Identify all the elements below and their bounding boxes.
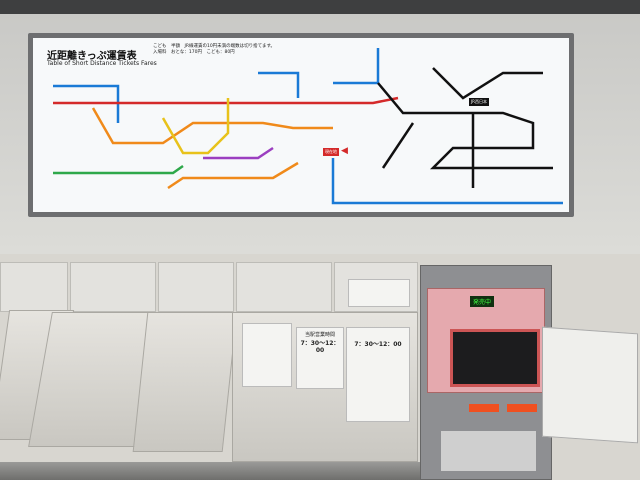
purple-line xyxy=(203,146,274,160)
operator-label: JR西日本 xyxy=(469,98,489,106)
notice-paper xyxy=(242,323,292,387)
yellow-line xyxy=(161,98,230,155)
fare-note: こども 半額 JR線運賃の10円未満の端数は切り捨てます。 入場料 おとな：17… xyxy=(153,44,323,56)
coin-slot[interactable] xyxy=(469,404,499,412)
wall-panel xyxy=(0,262,68,312)
wall-panel xyxy=(70,262,156,312)
ticket-tray[interactable] xyxy=(441,431,536,471)
admission-fee-note: 入場料 おとな：170円 こども：80円 xyxy=(153,50,235,55)
orange-line-2 xyxy=(167,161,299,190)
fare-map-sign: 近距離きっぷ運賃表 Table of Short Distance Ticket… xyxy=(28,33,574,217)
handrail xyxy=(0,462,420,480)
sign-title: 近距離きっぷ運賃表 xyxy=(47,51,137,62)
current-location-label: 現在地 xyxy=(323,148,339,156)
route-map xyxy=(53,48,563,205)
child-fare-note: こども 半額 JR線運賃の10円未満の端数は切り捨てます。 xyxy=(153,44,276,49)
ticket-machine[interactable]: 発売中 xyxy=(420,265,552,480)
wall-panel xyxy=(158,262,234,312)
green-line xyxy=(53,164,184,175)
red-line xyxy=(53,96,399,105)
orange-line xyxy=(91,107,333,145)
fare-table-panel xyxy=(542,326,638,444)
black-line xyxy=(377,67,553,188)
blue-line xyxy=(53,48,563,205)
hours-notice: 当駅営業時間 7：30～12：00 xyxy=(296,327,344,389)
hours-title: 当駅営業時間 xyxy=(304,332,335,338)
touch-screen[interactable] xyxy=(450,329,540,387)
ceiling xyxy=(0,0,640,14)
hours-notice-2: 7：30～12：00 xyxy=(346,327,410,422)
sign-subtitle: Table of Short Distance Tickets Fares xyxy=(47,60,157,67)
current-location-arrow-icon: ◀ xyxy=(341,146,348,156)
wall-panel xyxy=(236,262,332,312)
hours-text: 7：30～12：00 xyxy=(300,340,340,354)
counter-shelf xyxy=(132,312,238,452)
hours-text-2: 7：30～12：00 xyxy=(354,341,402,348)
bill-slot[interactable] xyxy=(507,404,537,412)
status-lamp: 発売中 xyxy=(470,296,495,307)
machine-panel: 発売中 xyxy=(427,288,545,393)
notice-paper xyxy=(348,279,410,307)
